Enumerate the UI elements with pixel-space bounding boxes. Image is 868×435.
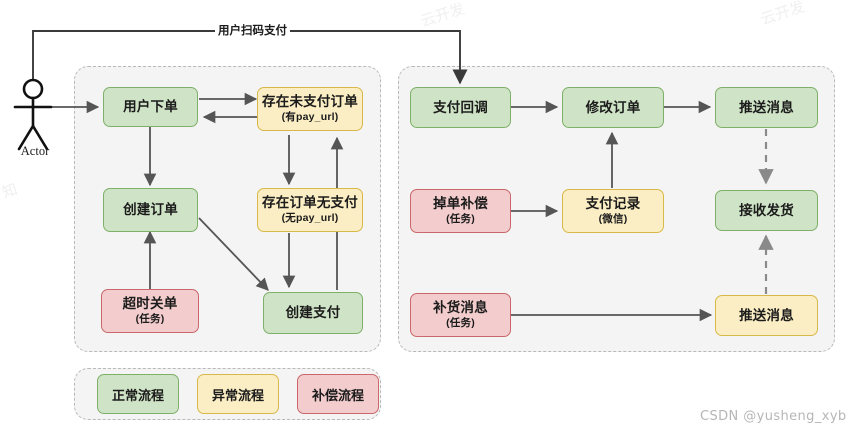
node-label: 推送消息 bbox=[739, 99, 794, 115]
legend-label: 补偿流程 bbox=[311, 387, 364, 403]
legend-chip-normal: 正常流程 bbox=[97, 374, 179, 414]
node-label: 存在订单无支付 bbox=[262, 195, 358, 211]
node-user-place-order[interactable]: 用户下单 bbox=[103, 87, 198, 127]
node-push-message-top[interactable]: 推送消息 bbox=[715, 87, 818, 128]
node-sublabel: (有pay_url) bbox=[281, 111, 339, 124]
node-sublabel: (任务) bbox=[446, 317, 475, 330]
node-label: 支付记录 bbox=[585, 196, 641, 212]
node-push-message-bottom[interactable]: 推送消息 bbox=[715, 295, 818, 336]
node-label: 创建订单 bbox=[123, 202, 178, 218]
node-sublabel: (微信) bbox=[598, 213, 628, 226]
node-exists-unpaid-order[interactable]: 存在未支付订单 (有pay_url) bbox=[257, 87, 363, 131]
node-label: 超时关单 bbox=[122, 296, 178, 312]
node-payment-record[interactable]: 支付记录 (微信) bbox=[562, 189, 664, 233]
node-label: 掉单补偿 bbox=[433, 196, 488, 212]
actor-label: Actor bbox=[20, 144, 50, 158]
node-label: 接收发货 bbox=[739, 202, 794, 218]
node-label: 修改订单 bbox=[585, 99, 641, 115]
background-watermark: 知 bbox=[0, 181, 20, 202]
node-restock-message[interactable]: 补货消息 (任务) bbox=[410, 293, 511, 337]
flow-legend: 正常流程 异常流程 补偿流程 bbox=[74, 368, 381, 420]
legend-label: 异常流程 bbox=[211, 387, 264, 403]
node-sublabel: (任务) bbox=[135, 313, 165, 326]
node-timeout-close-order[interactable]: 超时关单 (任务) bbox=[101, 289, 199, 333]
node-label: 用户下单 bbox=[123, 99, 178, 115]
node-exists-order-no-pay[interactable]: 存在订单无支付 (无pay_url) bbox=[257, 188, 363, 232]
background-watermark: 云开发 bbox=[418, 0, 467, 31]
legend-chip-compensation: 补偿流程 bbox=[297, 374, 379, 414]
node-label: 创建支付 bbox=[285, 305, 341, 321]
node-sublabel: (任务) bbox=[446, 213, 475, 226]
legend-label: 正常流程 bbox=[111, 387, 164, 403]
edge-label-scan-pay: 用户扫码支付 bbox=[215, 22, 290, 38]
node-modify-order[interactable]: 修改订单 bbox=[562, 87, 664, 128]
node-label: 推送消息 bbox=[739, 307, 794, 323]
node-lost-order-compensation[interactable]: 掉单补偿 (任务) bbox=[410, 189, 511, 233]
node-label: 支付回调 bbox=[433, 99, 488, 115]
stick-figure-actor-icon bbox=[13, 78, 53, 151]
node-create-payment[interactable]: 创建支付 bbox=[263, 292, 363, 334]
node-label: 补货消息 bbox=[433, 300, 488, 316]
legend-chip-exception: 异常流程 bbox=[197, 374, 279, 414]
csdn-watermark: CSDN @yusheng_xyb bbox=[700, 409, 847, 424]
node-label: 存在未支付订单 bbox=[262, 94, 358, 110]
background-watermark: 云开发 bbox=[758, 0, 807, 29]
node-sublabel: (无pay_url) bbox=[281, 212, 339, 225]
node-payment-callback[interactable]: 支付回调 bbox=[410, 87, 511, 128]
node-create-order[interactable]: 创建订单 bbox=[103, 188, 198, 232]
node-receive-ship[interactable]: 接收发货 bbox=[715, 190, 818, 231]
